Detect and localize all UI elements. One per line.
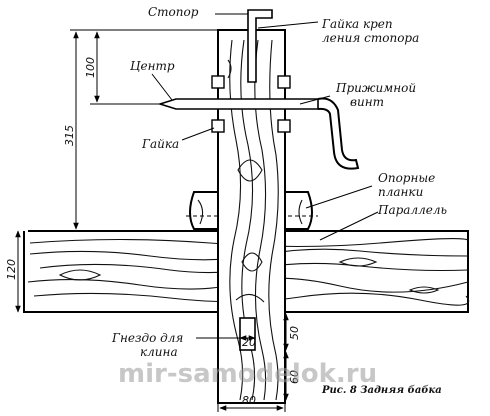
leader-lines [151,13,379,339]
dim-60: 60 [288,370,301,384]
nuts [211,75,291,133]
watermark: mir-samodelok.ru [118,359,377,389]
label-gnezdo-2: клина [140,345,178,359]
dim-20: 20 [242,336,256,349]
label-opornye-1: Опорные [378,171,435,185]
label-gaika: Гайка [141,137,179,151]
label-prizhimnoy-2: винт [350,95,384,109]
dim-315: 315 [63,125,76,146]
label-opornye-2: планки [378,185,423,199]
label-parallel: Параллель [377,203,447,217]
stopper-rod [247,9,273,83]
dimension-lines [15,29,289,412]
label-stopor: Стопор [148,5,199,19]
label-gaika-krep-2: ления стопора [322,31,419,45]
dim-100: 100 [84,57,97,78]
dim-50: 50 [288,326,301,340]
wedge-slot [239,317,256,351]
label-prizhimnoy-1: Прижимной [335,81,416,95]
label-centr: Центр [130,59,175,73]
dim-120: 120 [5,259,18,280]
figure-caption: Рис. 8 Задняя бабка [321,385,442,396]
dim-80: 80 [242,394,256,407]
clamp-screw [157,97,360,170]
label-gaika-krep-1: Гайка креп [321,17,393,31]
label-gnezdo-1: Гнездо для [111,331,183,345]
